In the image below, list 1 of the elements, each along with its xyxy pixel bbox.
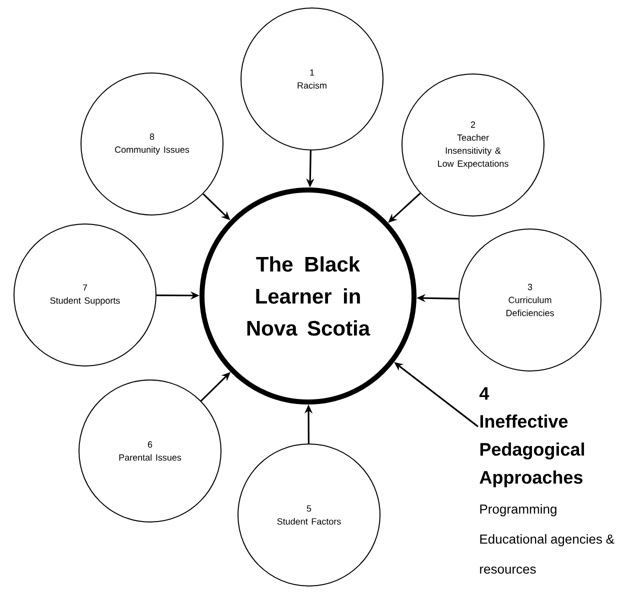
topic-text: 4 Ineffective Pedagogical Approaches Programming Educational agencies & resources <box>479 387 614 574</box>
